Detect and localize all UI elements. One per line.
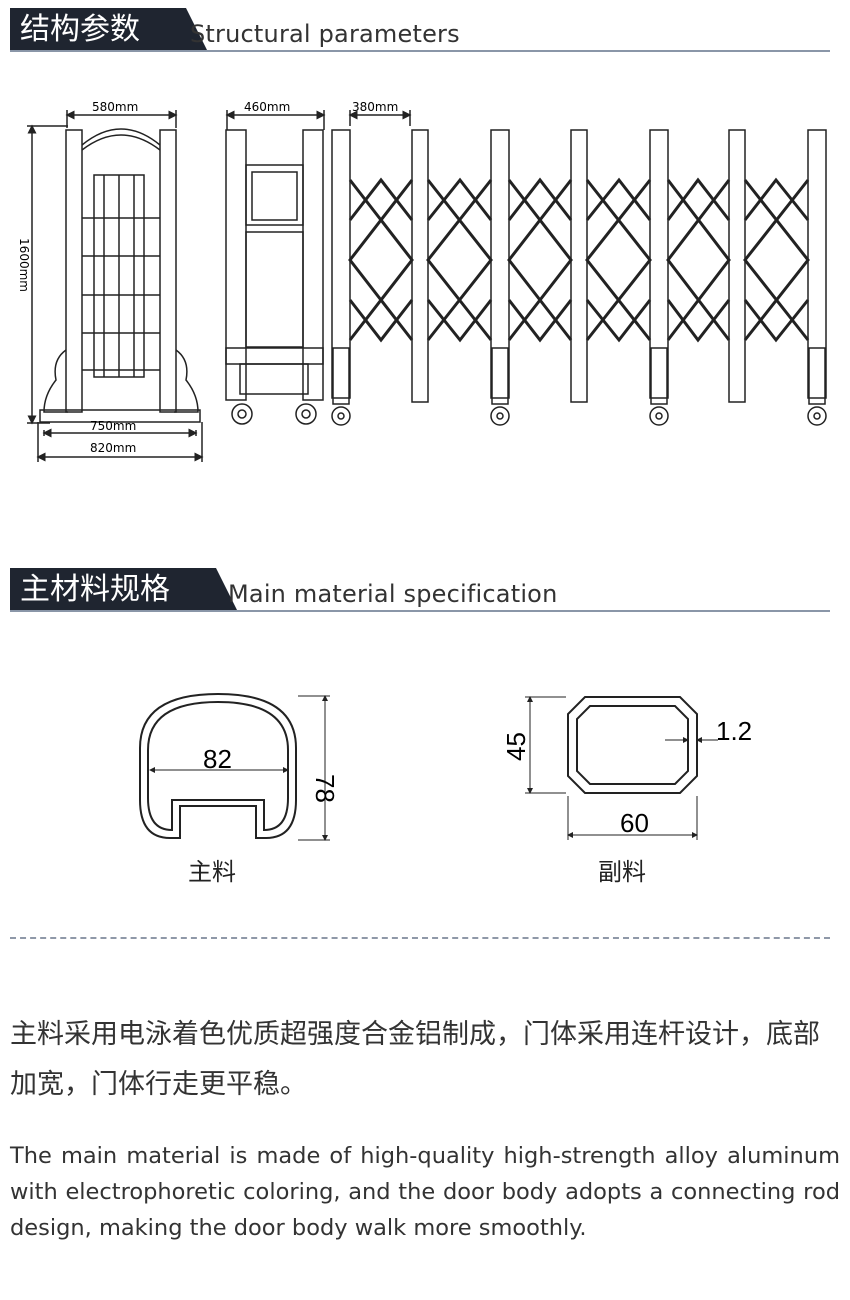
section-title-en: Structural parameters	[190, 20, 460, 48]
dim-base-inner: 750mm	[90, 419, 136, 433]
section-rule	[10, 610, 830, 612]
secondary-profile-label: 副料	[598, 858, 646, 886]
section-title-en: Main material specification	[228, 580, 558, 608]
dim-front-width: 580mm	[92, 100, 138, 114]
main-profile-shape	[139, 692, 297, 839]
structural-drawing: 580mm 460mm 380mm 1600mm 750mm 820mm	[17, 100, 827, 462]
section-header-material: 主材料规格 Main material specification	[10, 568, 830, 612]
profiles-drawing: 82 78 45 60 1.2	[139, 692, 752, 841]
dim-main-width: 82	[203, 744, 232, 774]
front-view	[27, 110, 204, 462]
main-profile-label: 主料	[188, 858, 236, 886]
dim-segment-width: 380mm	[352, 100, 398, 114]
dim-head-width: 460mm	[244, 100, 290, 114]
dashed-divider	[10, 937, 830, 939]
dim-height: 1600mm	[17, 238, 31, 292]
section-title-zh: 主材料规格	[10, 568, 238, 612]
secondary-profile-shape	[567, 696, 698, 794]
scissor-posts	[331, 129, 827, 426]
description-en: The main material is made of high-qualit…	[10, 1143, 840, 1241]
dim-base-outer: 820mm	[90, 441, 136, 455]
section-title-zh: 结构参数	[10, 8, 208, 52]
head-post	[225, 110, 326, 425]
dim-main-height: 78	[310, 774, 340, 803]
description-zh: 主料采用电泳着色优质超强度合金铝制成，门体采用连杆设计，底部加宽，门体行走更平稳…	[10, 1019, 820, 1100]
dim-secondary-width: 60	[620, 808, 649, 838]
dim-secondary-height: 45	[501, 732, 531, 761]
section-header-structural: 结构参数 Structural parameters	[10, 8, 830, 52]
scissor-lattice	[348, 177, 810, 343]
section-rule	[10, 50, 830, 52]
dim-secondary-thickness: 1.2	[716, 716, 752, 746]
